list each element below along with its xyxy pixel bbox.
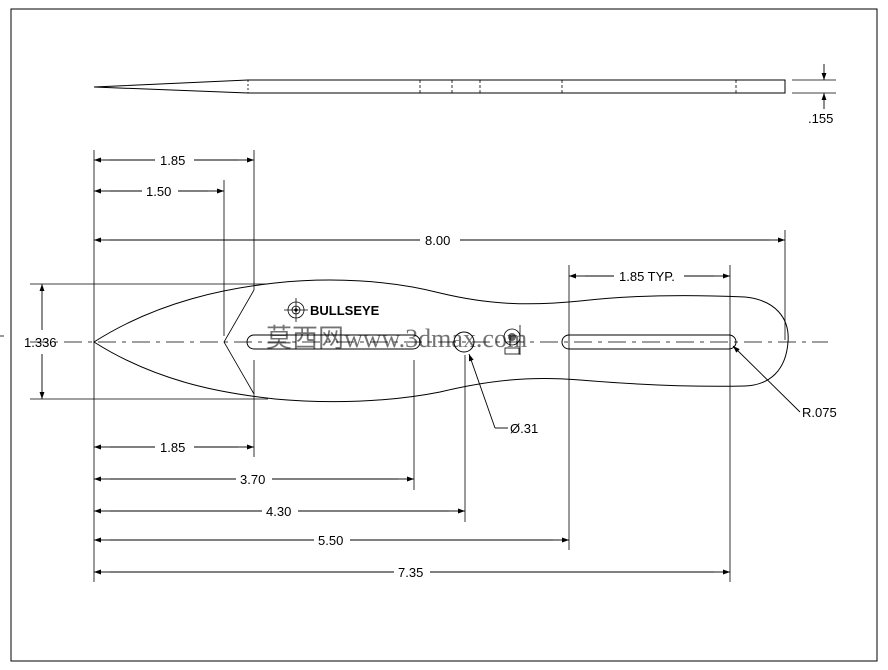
drawing-border <box>10 8 878 662</box>
dim-radius-label: R.075 <box>802 405 837 420</box>
seal-stamp-icon <box>503 325 521 355</box>
blade-bevel-line <box>223 289 255 395</box>
front-view: BULLSEYE 莫西网www.3dmax.com <box>30 279 828 403</box>
top-view-outline <box>93 79 786 94</box>
knife-outline <box>93 279 789 403</box>
balance-hole <box>453 331 475 353</box>
brand-logo: BULLSEYE <box>284 298 380 322</box>
dim-diameter-label: Ø.31 <box>510 421 538 436</box>
crosshair-target-icon <box>284 298 308 322</box>
brand-name: BULLSEYE <box>310 303 380 318</box>
dim-8-00-label: 8.00 <box>425 233 450 248</box>
dim-7-35-label: 7.35 <box>398 565 423 580</box>
top-view: .155 <box>93 64 836 126</box>
dim-1-85-bottom-label: 1.85 <box>160 440 185 455</box>
dim-height-label: 1.336 <box>24 335 57 350</box>
dim-1-85-top-label: 1.85 <box>160 153 185 168</box>
dim-5-50-label: 5.50 <box>318 533 343 548</box>
thickness-label: .155 <box>808 111 833 126</box>
dim-4-30-label: 4.30 <box>266 504 291 519</box>
watermark: 莫西网www.3dmax.com <box>266 324 527 353</box>
dim-typ-label: 1.85 TYP. <box>619 269 675 284</box>
rear-slot <box>561 334 737 350</box>
dim-1-50-label: 1.50 <box>146 184 171 199</box>
front-slot <box>246 334 421 350</box>
diameter-leader <box>468 353 496 429</box>
dimensions: 1.85 1.50 8.00 1.85 TYP. 1.336 Ø.31 R.07… <box>24 150 837 582</box>
radius-leader <box>732 345 801 413</box>
dim-3-70-label: 3.70 <box>240 472 265 487</box>
